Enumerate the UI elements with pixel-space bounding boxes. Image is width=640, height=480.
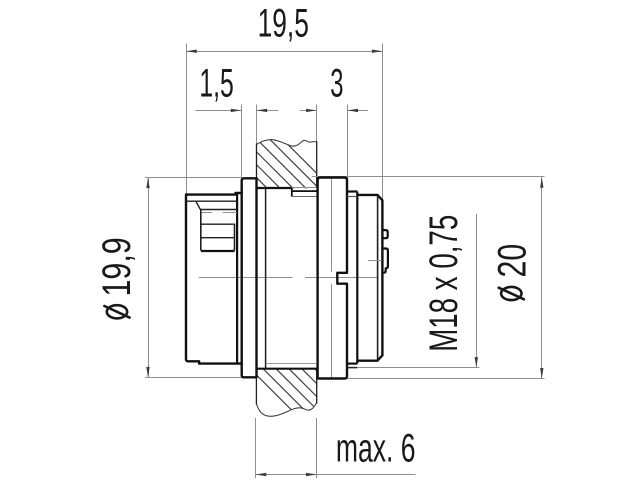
- svg-text:max. 6: max. 6: [336, 426, 416, 471]
- svg-text:3: 3: [330, 60, 343, 105]
- svg-text:19,9: 19,9: [94, 237, 139, 296]
- svg-text:20: 20: [489, 244, 534, 278]
- svg-text:M18 x 0,75: M18 x 0,75: [422, 215, 466, 352]
- svg-text:1,5: 1,5: [199, 62, 233, 106]
- svg-text:19,5: 19,5: [258, 1, 309, 46]
